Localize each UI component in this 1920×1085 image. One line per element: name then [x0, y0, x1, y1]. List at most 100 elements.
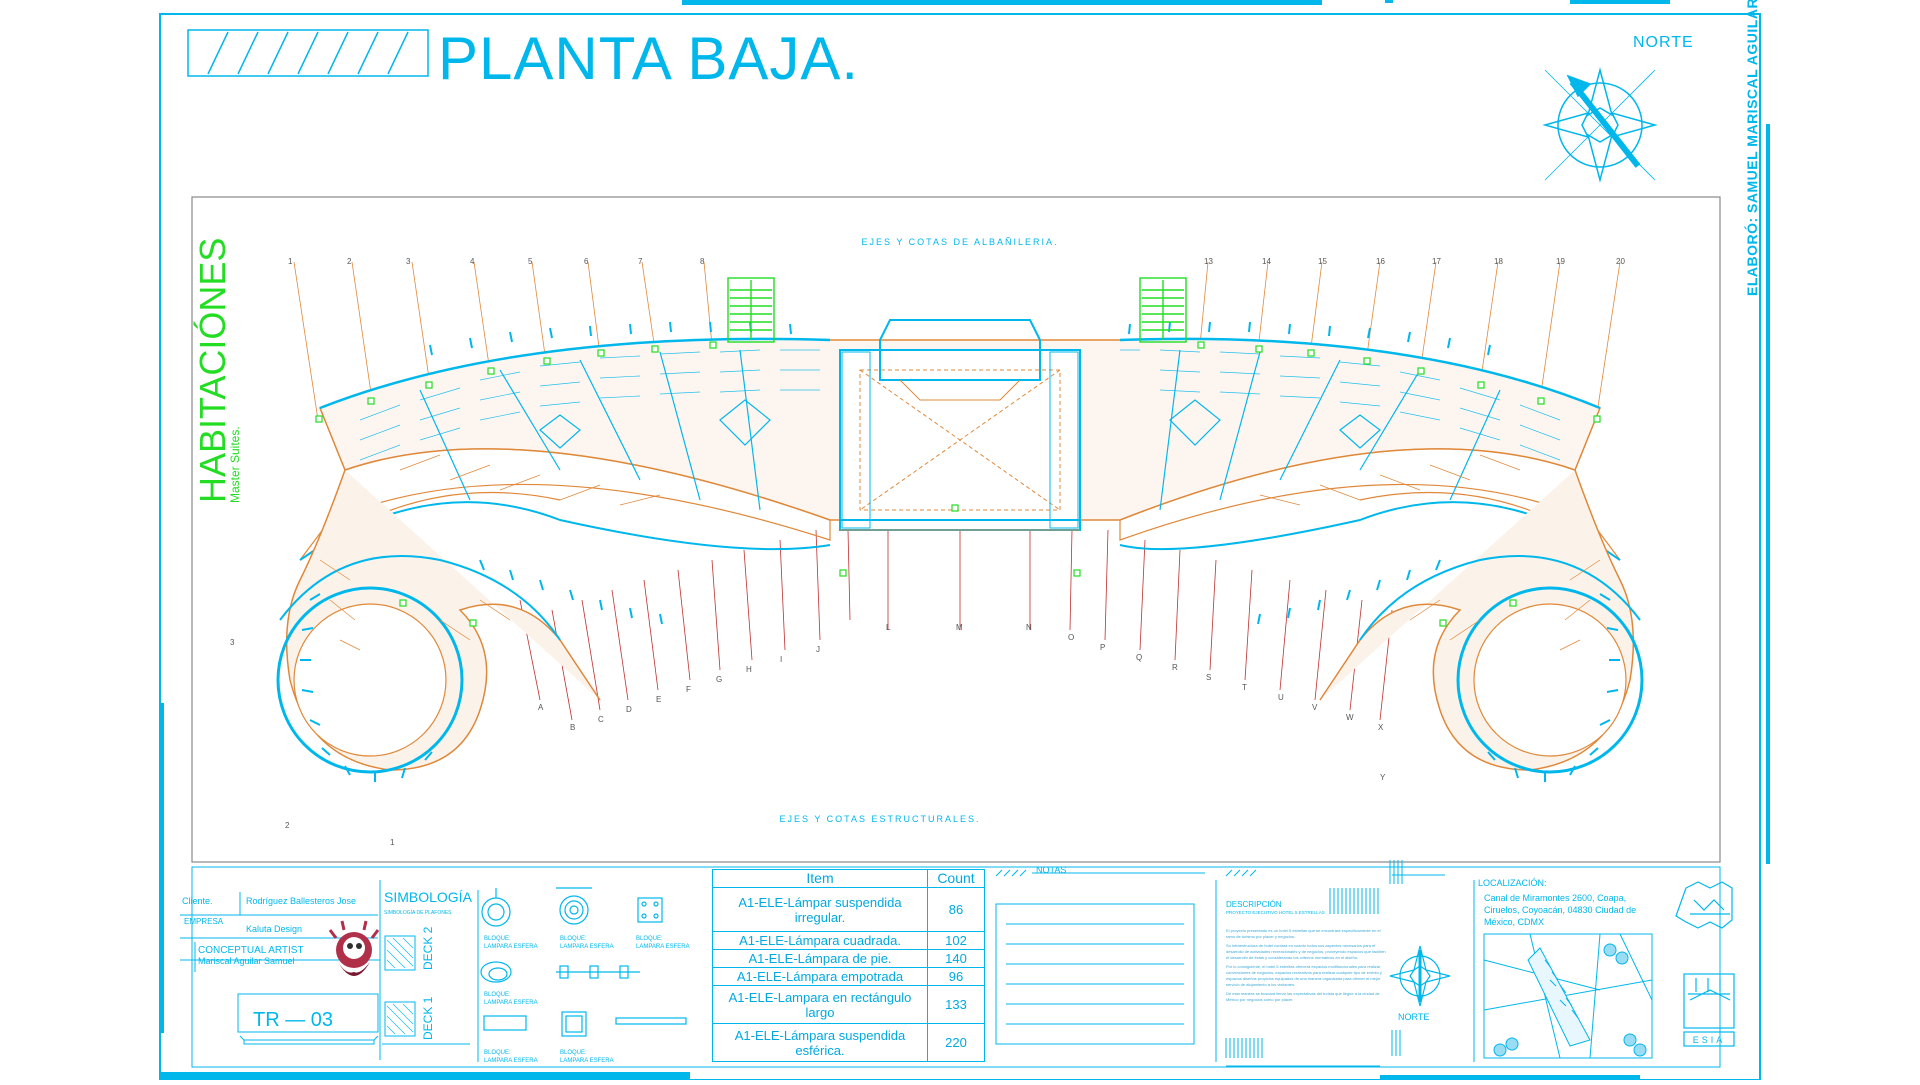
svg-text:16: 16 — [1376, 257, 1385, 266]
table-row: A1-ELE-Lámpara empotrada 96 — [712, 967, 985, 986]
central-atrium — [839, 319, 1081, 531]
svg-text:15: 15 — [1318, 257, 1327, 266]
north-arrow-small-icon — [1389, 945, 1451, 1007]
table-cell-item: A1-ELE-Lámpara cuadrada. — [712, 931, 928, 950]
table-cell-item: A1-ELE-Lámpara suspendida esférica. — [712, 1023, 928, 1062]
description-paragraph: Su infraestructura de hotel contará en c… — [1226, 943, 1386, 960]
location-map — [1473, 880, 1653, 1062]
lamp-sphere-icon — [481, 888, 511, 927]
svg-text:BLOQUE:: BLOQUE: — [636, 936, 663, 942]
north-label-small: NORTE — [1398, 1012, 1429, 1022]
svg-text:LAMPARA ESFERA: LAMPARA ESFERA — [560, 944, 614, 950]
svg-text:M: M — [956, 623, 963, 632]
svg-text:N: N — [1026, 623, 1032, 632]
axis-label-bottom: EJES Y COTAS ESTRUCTURALES. — [779, 814, 980, 824]
svg-text:Y: Y — [1380, 773, 1386, 782]
description-paragraph: De esta manera se buscará llenar las exp… — [1226, 991, 1380, 1002]
table-cell-count: 140 — [927, 949, 985, 968]
svg-text:LAMPARA ESFERA: LAMPARA ESFERA — [636, 944, 690, 950]
svg-text:2: 2 — [285, 821, 290, 830]
description-paragraph: Por lo consiguiente, el hotel 5 estrella… — [1226, 964, 1382, 987]
artist-label: CONCEPTUAL ARTIST — [198, 945, 304, 956]
deck2-label: DECK 2 — [421, 926, 435, 970]
svg-text:F: F — [686, 685, 691, 694]
company-label: EMPRESA — [184, 917, 224, 926]
sheet-code: TR — 03 — [253, 1009, 333, 1031]
window-ticks — [300, 321, 1620, 782]
school-label: ESIA — [1693, 1035, 1726, 1045]
north-arrow-top-icon — [1542, 67, 1658, 183]
north-label: NORTE — [1633, 34, 1694, 51]
table-row: A1-ELE-Lámpara suspendida esférica. 220 — [712, 1023, 985, 1062]
svg-text:3: 3 — [230, 638, 235, 647]
simbologia-title: SIMBOLOGÍA — [384, 889, 473, 905]
bottom-accent-bar — [160, 1072, 690, 1080]
lamp-square-frame-icon — [561, 1011, 587, 1037]
svg-text:4: 4 — [470, 257, 475, 266]
table-header-count: Count — [927, 869, 985, 888]
author-vertical: ELABORÓ: SAMUEL MARISCAL AGUILAR. — [1744, 0, 1764, 300]
client-label: Cliente. — [182, 896, 213, 906]
company-value: Kaluta Design — [246, 924, 302, 934]
svg-text:U: U — [1278, 693, 1284, 702]
svg-text:2: 2 — [347, 257, 352, 266]
section-title-block: HABITACIÓNES Master Suites. — [192, 235, 252, 505]
description-body: El proyecto presentado es un hotel 5 est… — [1226, 928, 1388, 1003]
room-dividers — [419, 349, 1501, 511]
simbologia-subtitle: SIMBOLOGÍA DE PLAFONES — [384, 909, 452, 916]
deck-panels — [382, 890, 479, 1062]
location-address: Canal de Miramontes 2600, Coapa, Ciruelo… — [1484, 893, 1637, 927]
section-subtitle: Master Suites. — [228, 426, 242, 503]
table-cell-count: 102 — [927, 931, 985, 950]
lamp-irregular-icon — [480, 961, 512, 983]
left-accent-bar — [160, 703, 164, 1033]
svg-text:B: B — [570, 723, 575, 732]
svg-text:S: S — [1206, 673, 1211, 682]
svg-text:5: 5 — [528, 257, 533, 266]
table-row: A1-ELE-Lámpara cuadrada. 102 — [712, 931, 985, 950]
lamp-strip-icon — [615, 1017, 687, 1025]
top-accent-bar-right — [1570, 0, 1670, 4]
company-logo-icon — [328, 920, 380, 976]
svg-text:D: D — [626, 705, 632, 714]
table-row: A1-ELE-Lámpara de pie. 140 — [712, 949, 985, 968]
description-title: DESCRIPCIÓN — [1226, 900, 1282, 909]
stair-right — [1139, 277, 1187, 343]
artist-value: Mariscal Aguilar Samuel — [198, 956, 295, 966]
svg-text:BLOQUE:: BLOQUE: — [560, 1050, 587, 1056]
svg-text:I: I — [780, 655, 782, 664]
svg-text:E: E — [656, 695, 661, 704]
table-cell-item: A1-ELE-Lámpara empotrada — [712, 967, 928, 986]
svg-text:R: R — [1172, 663, 1178, 672]
table-header-item: Item — [712, 869, 928, 888]
svg-text:18: 18 — [1494, 257, 1503, 266]
svg-text:3: 3 — [406, 257, 411, 266]
svg-text:6: 6 — [584, 257, 589, 266]
title-hatch — [187, 29, 429, 77]
svg-text:19: 19 — [1556, 257, 1565, 266]
author-vertical-text: ELABORÓ: SAMUEL MARISCAL AGUILAR. — [1744, 0, 1760, 296]
lamp-concentric-icon — [556, 887, 592, 925]
left-wing — [276, 469, 601, 774]
axis-leaders-bottom — [519, 529, 1393, 721]
symbol-captions: BLOQUE: LAMPARA ESFERA BLOQUE: LAMPARA E… — [484, 936, 690, 1064]
table-row: A1-ELE-Lámpar suspendida irregular. 86 — [712, 887, 985, 932]
description-paragraph: El proyecto presentado es un hotel 5 est… — [1226, 928, 1381, 939]
svg-text:BLOQUE:: BLOQUE: — [484, 992, 511, 998]
lamp-count-table: Item Count A1-ELE-Lámpar suspendida irre… — [712, 869, 985, 1062]
svg-text:BLOQUE:: BLOQUE: — [484, 936, 511, 942]
svg-text:8: 8 — [700, 257, 705, 266]
notes-box — [995, 869, 1217, 1062]
lamp-square-icon — [637, 897, 663, 923]
client-value: Rodríguez Ballesteros Jose — [246, 896, 356, 906]
lamp-rectangle-icon — [483, 1015, 527, 1031]
table-cell-count: 133 — [927, 985, 985, 1024]
lamp-linear-icon — [556, 965, 640, 979]
table-cell-item: A1-ELE-Lámpar suspendida irregular. — [712, 887, 928, 932]
title-block-frame — [191, 866, 1721, 1068]
svg-text:H: H — [746, 665, 752, 674]
column-markers — [315, 341, 1601, 627]
svg-text:V: V — [1312, 703, 1318, 712]
plan-frame — [191, 196, 1721, 863]
